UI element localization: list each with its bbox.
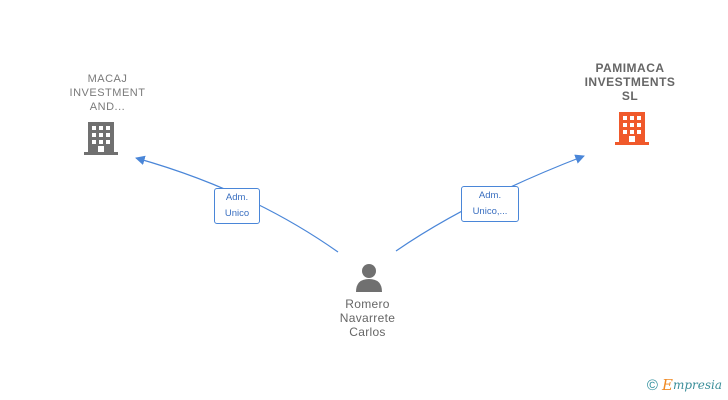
brand-logo-initial: E: [661, 376, 673, 394]
brand-logo-text: mpresia: [672, 378, 722, 392]
role-badge-left[interactable]: Adm. Unico: [214, 188, 260, 224]
company-name-line: SL: [621, 89, 639, 103]
person-name-line: Navarrete: [339, 311, 396, 325]
role-text: Adm.: [478, 190, 502, 201]
building-icon[interactable]: [615, 110, 649, 146]
company-name-line: MACAJ: [87, 73, 128, 85]
person-name-line: Romero: [345, 297, 390, 311]
role-badge-right[interactable]: Adm. Unico,...: [461, 186, 519, 222]
company-name-line: INVESTMENTS: [584, 75, 676, 89]
company-label-pamimaca[interactable]: PAMIMACA INVESTMENTS SL: [565, 61, 695, 103]
person-name-line: Carlos: [349, 325, 386, 339]
company-name-line: INVESTMENT: [69, 87, 146, 99]
role-text: Adm.: [225, 192, 249, 203]
company-label-macaj[interactable]: MACAJ INVESTMENT AND...: [50, 72, 165, 114]
company-name-line: AND...: [89, 101, 126, 113]
role-text: Unico,...: [472, 206, 508, 217]
building-icon[interactable]: [84, 120, 118, 156]
person-label[interactable]: Romero Navarrete Carlos: [320, 297, 415, 339]
role-text: Unico: [224, 208, 250, 219]
company-name-line: PAMIMACA: [595, 61, 665, 75]
person-icon[interactable]: [354, 262, 384, 292]
copyright-icon: ©: [646, 376, 658, 394]
brand-footer: © E mpresia: [647, 376, 722, 394]
